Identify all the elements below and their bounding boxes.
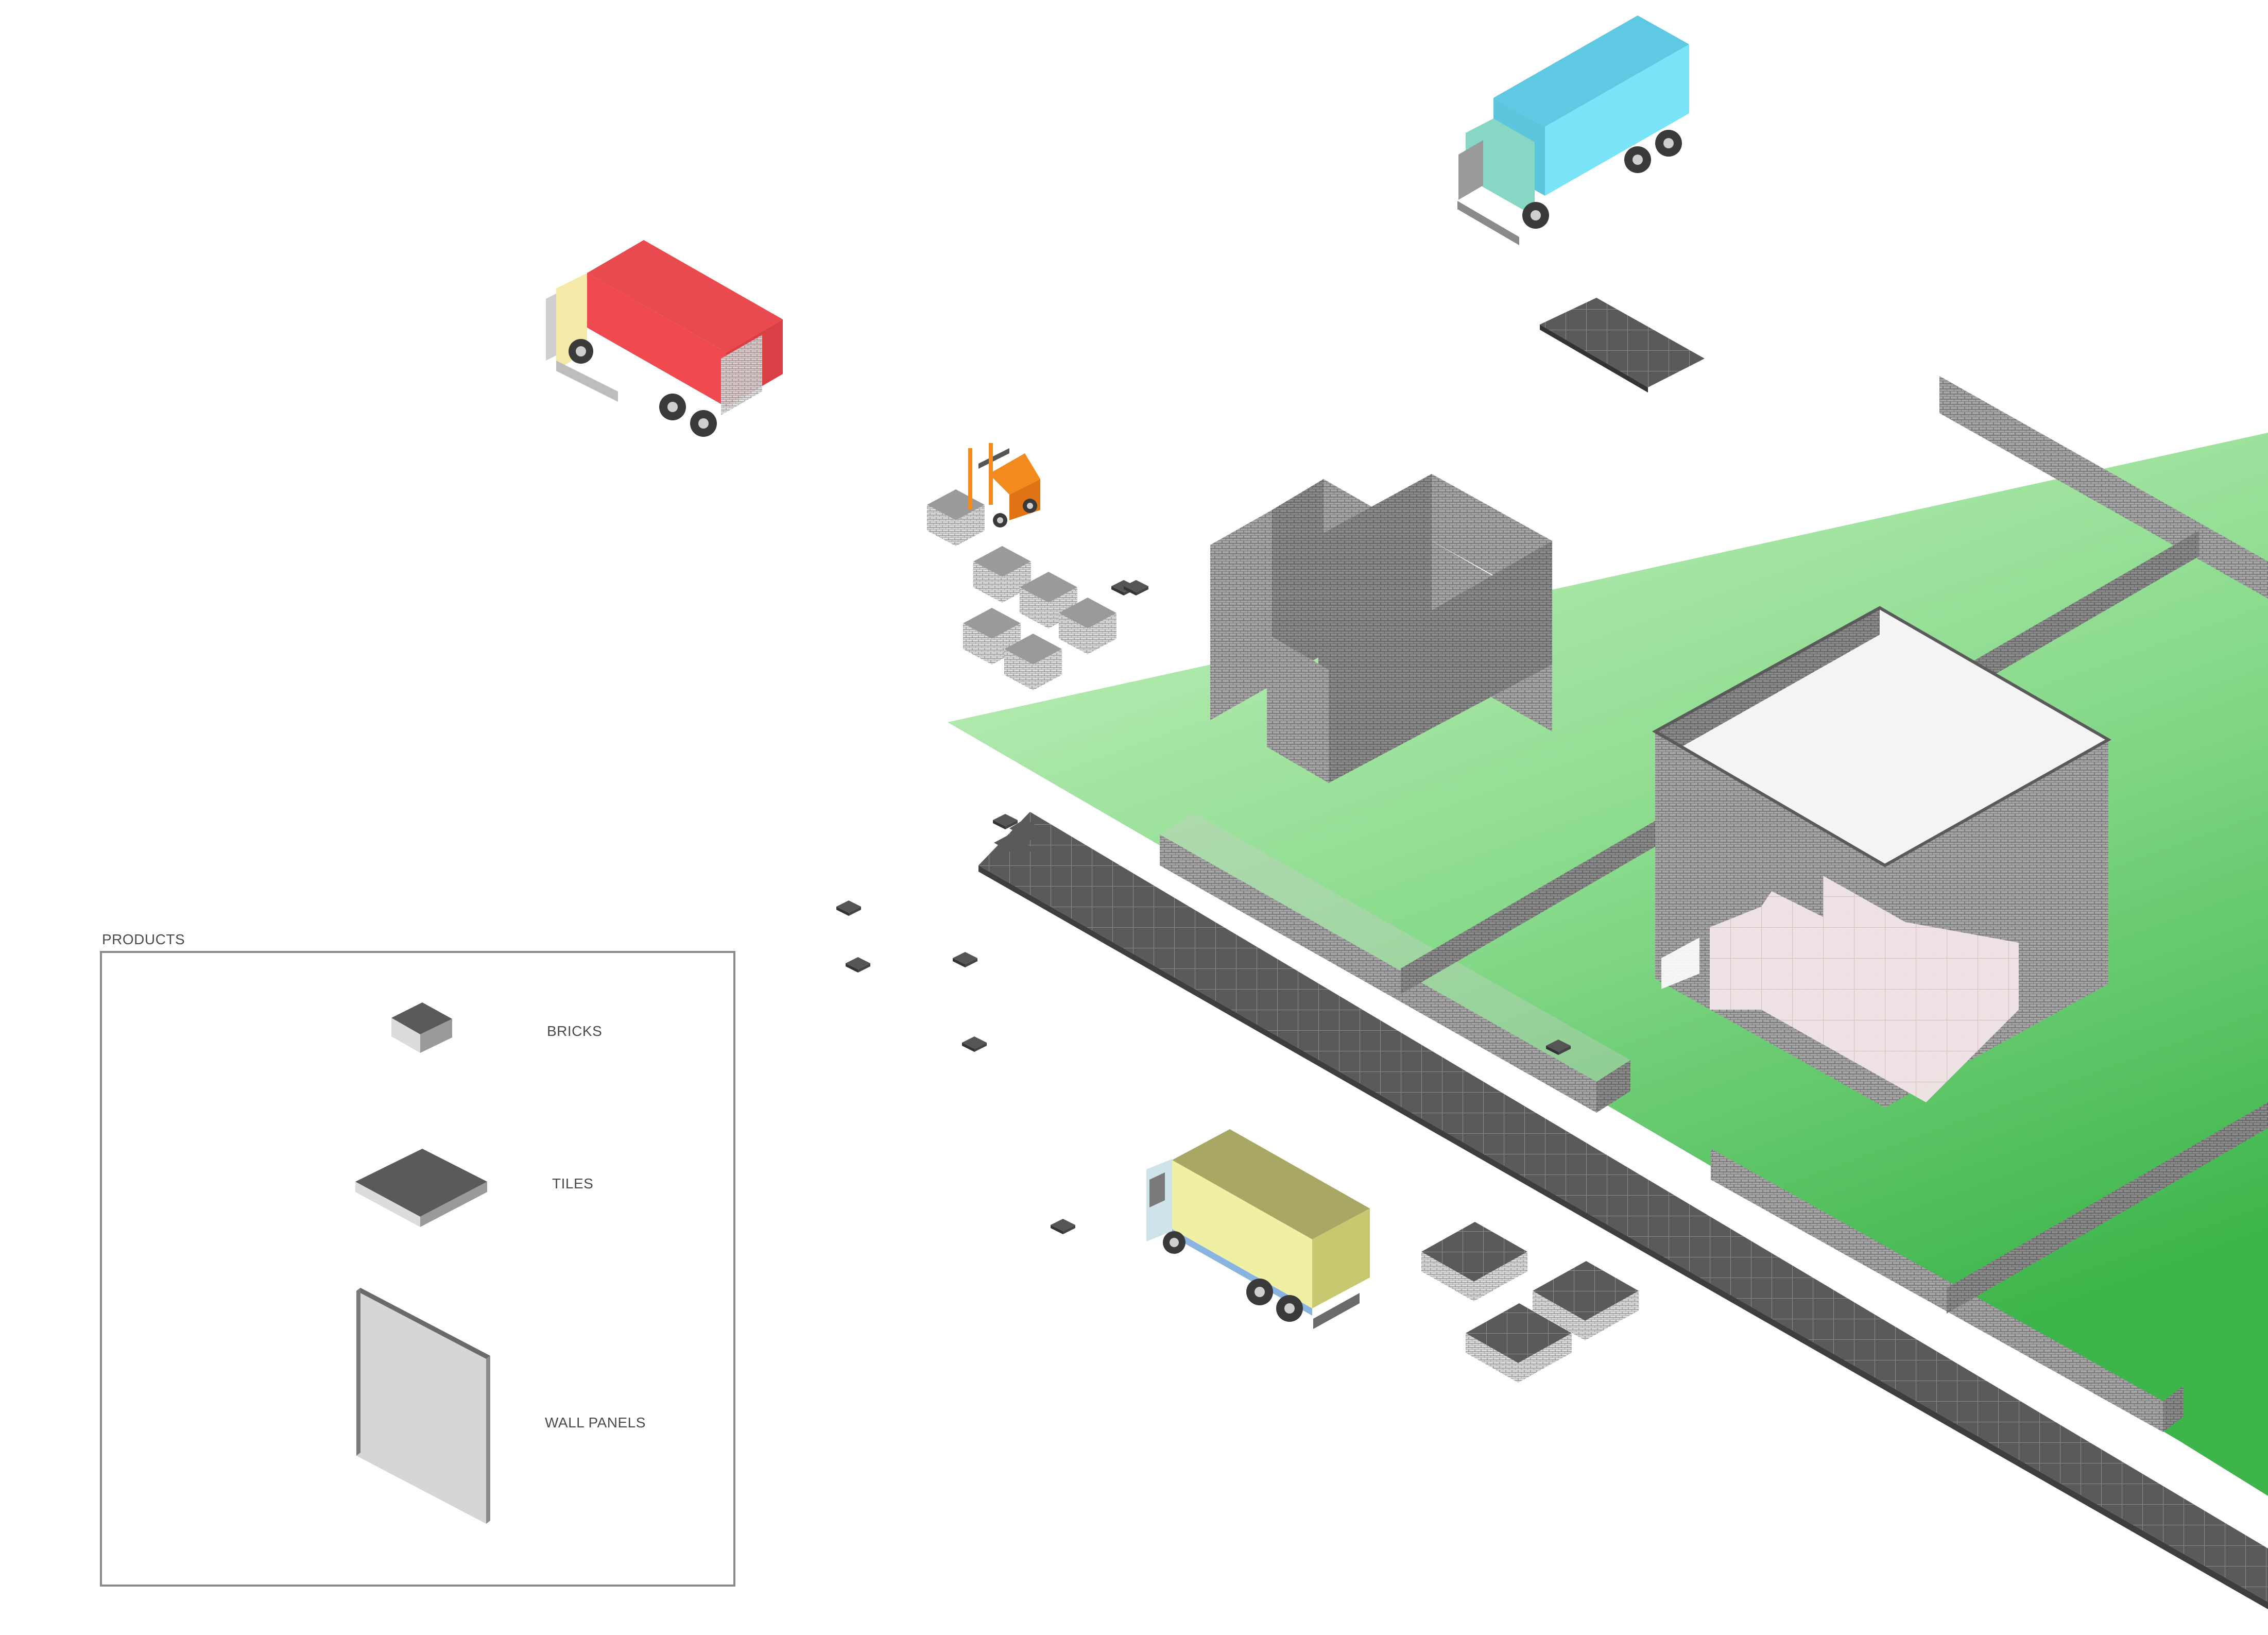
brick-building bbox=[1652, 606, 2112, 1108]
partial-walls bbox=[1210, 474, 1552, 783]
tile-icon bbox=[355, 1149, 487, 1227]
pink-wall-panels bbox=[1710, 876, 2019, 1102]
tile-pathway bbox=[978, 812, 2268, 1609]
tile-sheet bbox=[1540, 298, 1705, 393]
tile-stacks bbox=[1421, 1222, 1639, 1383]
legend-item-label: WALL PANELS bbox=[545, 1415, 646, 1430]
olive-truck bbox=[1146, 1129, 1370, 1329]
products-legend bbox=[100, 951, 735, 1587]
boundary-wall-top bbox=[1939, 376, 2268, 690]
red-truck bbox=[546, 240, 783, 437]
boundary-wall-bottom bbox=[1711, 1102, 2268, 1432]
wall-panel-icon bbox=[356, 1288, 490, 1524]
legend-item-label: TILES bbox=[552, 1176, 594, 1191]
legend-item-label: BRICKS bbox=[547, 1023, 603, 1039]
boundary-wall-mid bbox=[1401, 819, 1658, 994]
boundary-wall-left bbox=[1160, 813, 1630, 1113]
cyan-truck bbox=[1457, 15, 1689, 245]
brick-pallets bbox=[927, 489, 1116, 690]
legend-title: PRODUCTS bbox=[102, 931, 185, 947]
forklift bbox=[968, 443, 1040, 527]
brick-icon bbox=[391, 1002, 452, 1053]
